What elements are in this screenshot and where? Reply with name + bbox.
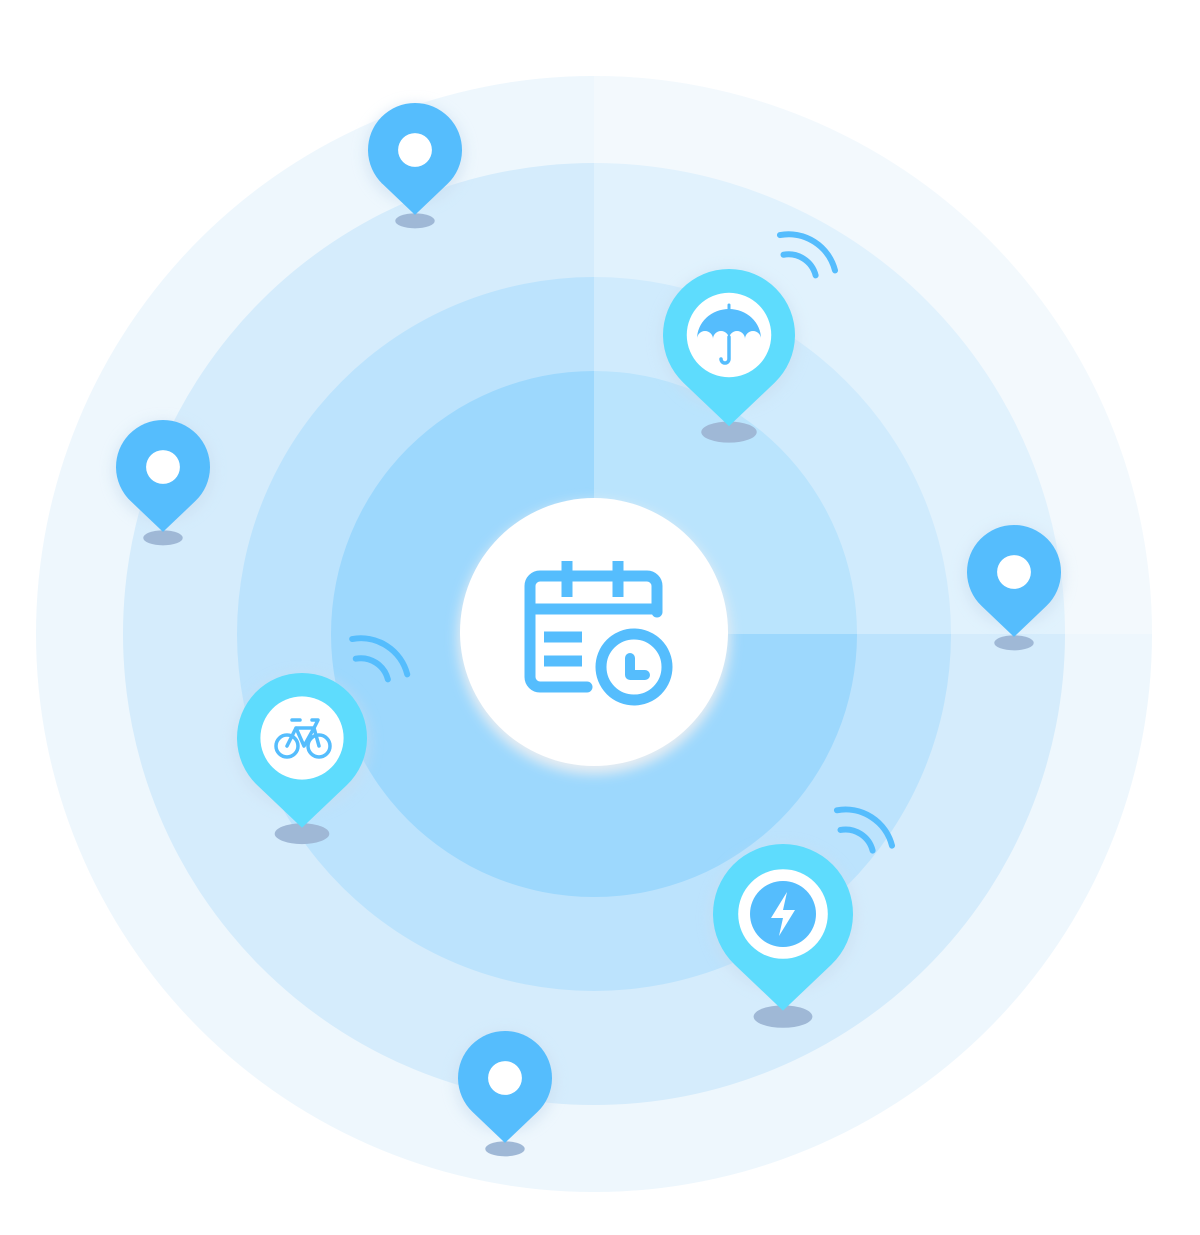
center-badge — [458, 498, 730, 774]
pin-shadow — [701, 421, 757, 443]
signal-waves-icon — [833, 806, 896, 854]
bicycle-icon — [274, 718, 332, 759]
pin-shadow — [395, 213, 435, 229]
map-pin-dot — [454, 1030, 556, 1157]
map-pin-lightning — [709, 806, 896, 1028]
dot-icon — [488, 1061, 522, 1095]
map-pin-dot — [963, 525, 1065, 651]
dot-icon — [146, 450, 180, 484]
map-pins — [112, 102, 1065, 1157]
pin-shadow — [994, 635, 1034, 651]
dot-icon — [398, 133, 432, 167]
signal-waves-icon — [349, 635, 411, 683]
calendar-clock-icon — [524, 561, 673, 706]
pin-shadow — [485, 1141, 525, 1157]
map-pin-bicycle — [233, 635, 411, 845]
highlight-quadrant — [594, 76, 1152, 634]
pin-shadow — [753, 1005, 813, 1028]
signal-waves-icon — [776, 231, 839, 279]
map-pin-umbrella — [659, 231, 839, 443]
dot-icon — [997, 555, 1031, 589]
pin-shadow — [274, 823, 330, 845]
lightning-icon — [750, 881, 816, 947]
pin-shadow — [143, 530, 183, 546]
map-pin-dot — [364, 102, 466, 229]
map-pin-dot — [112, 419, 214, 546]
umbrella-icon — [697, 303, 761, 365]
